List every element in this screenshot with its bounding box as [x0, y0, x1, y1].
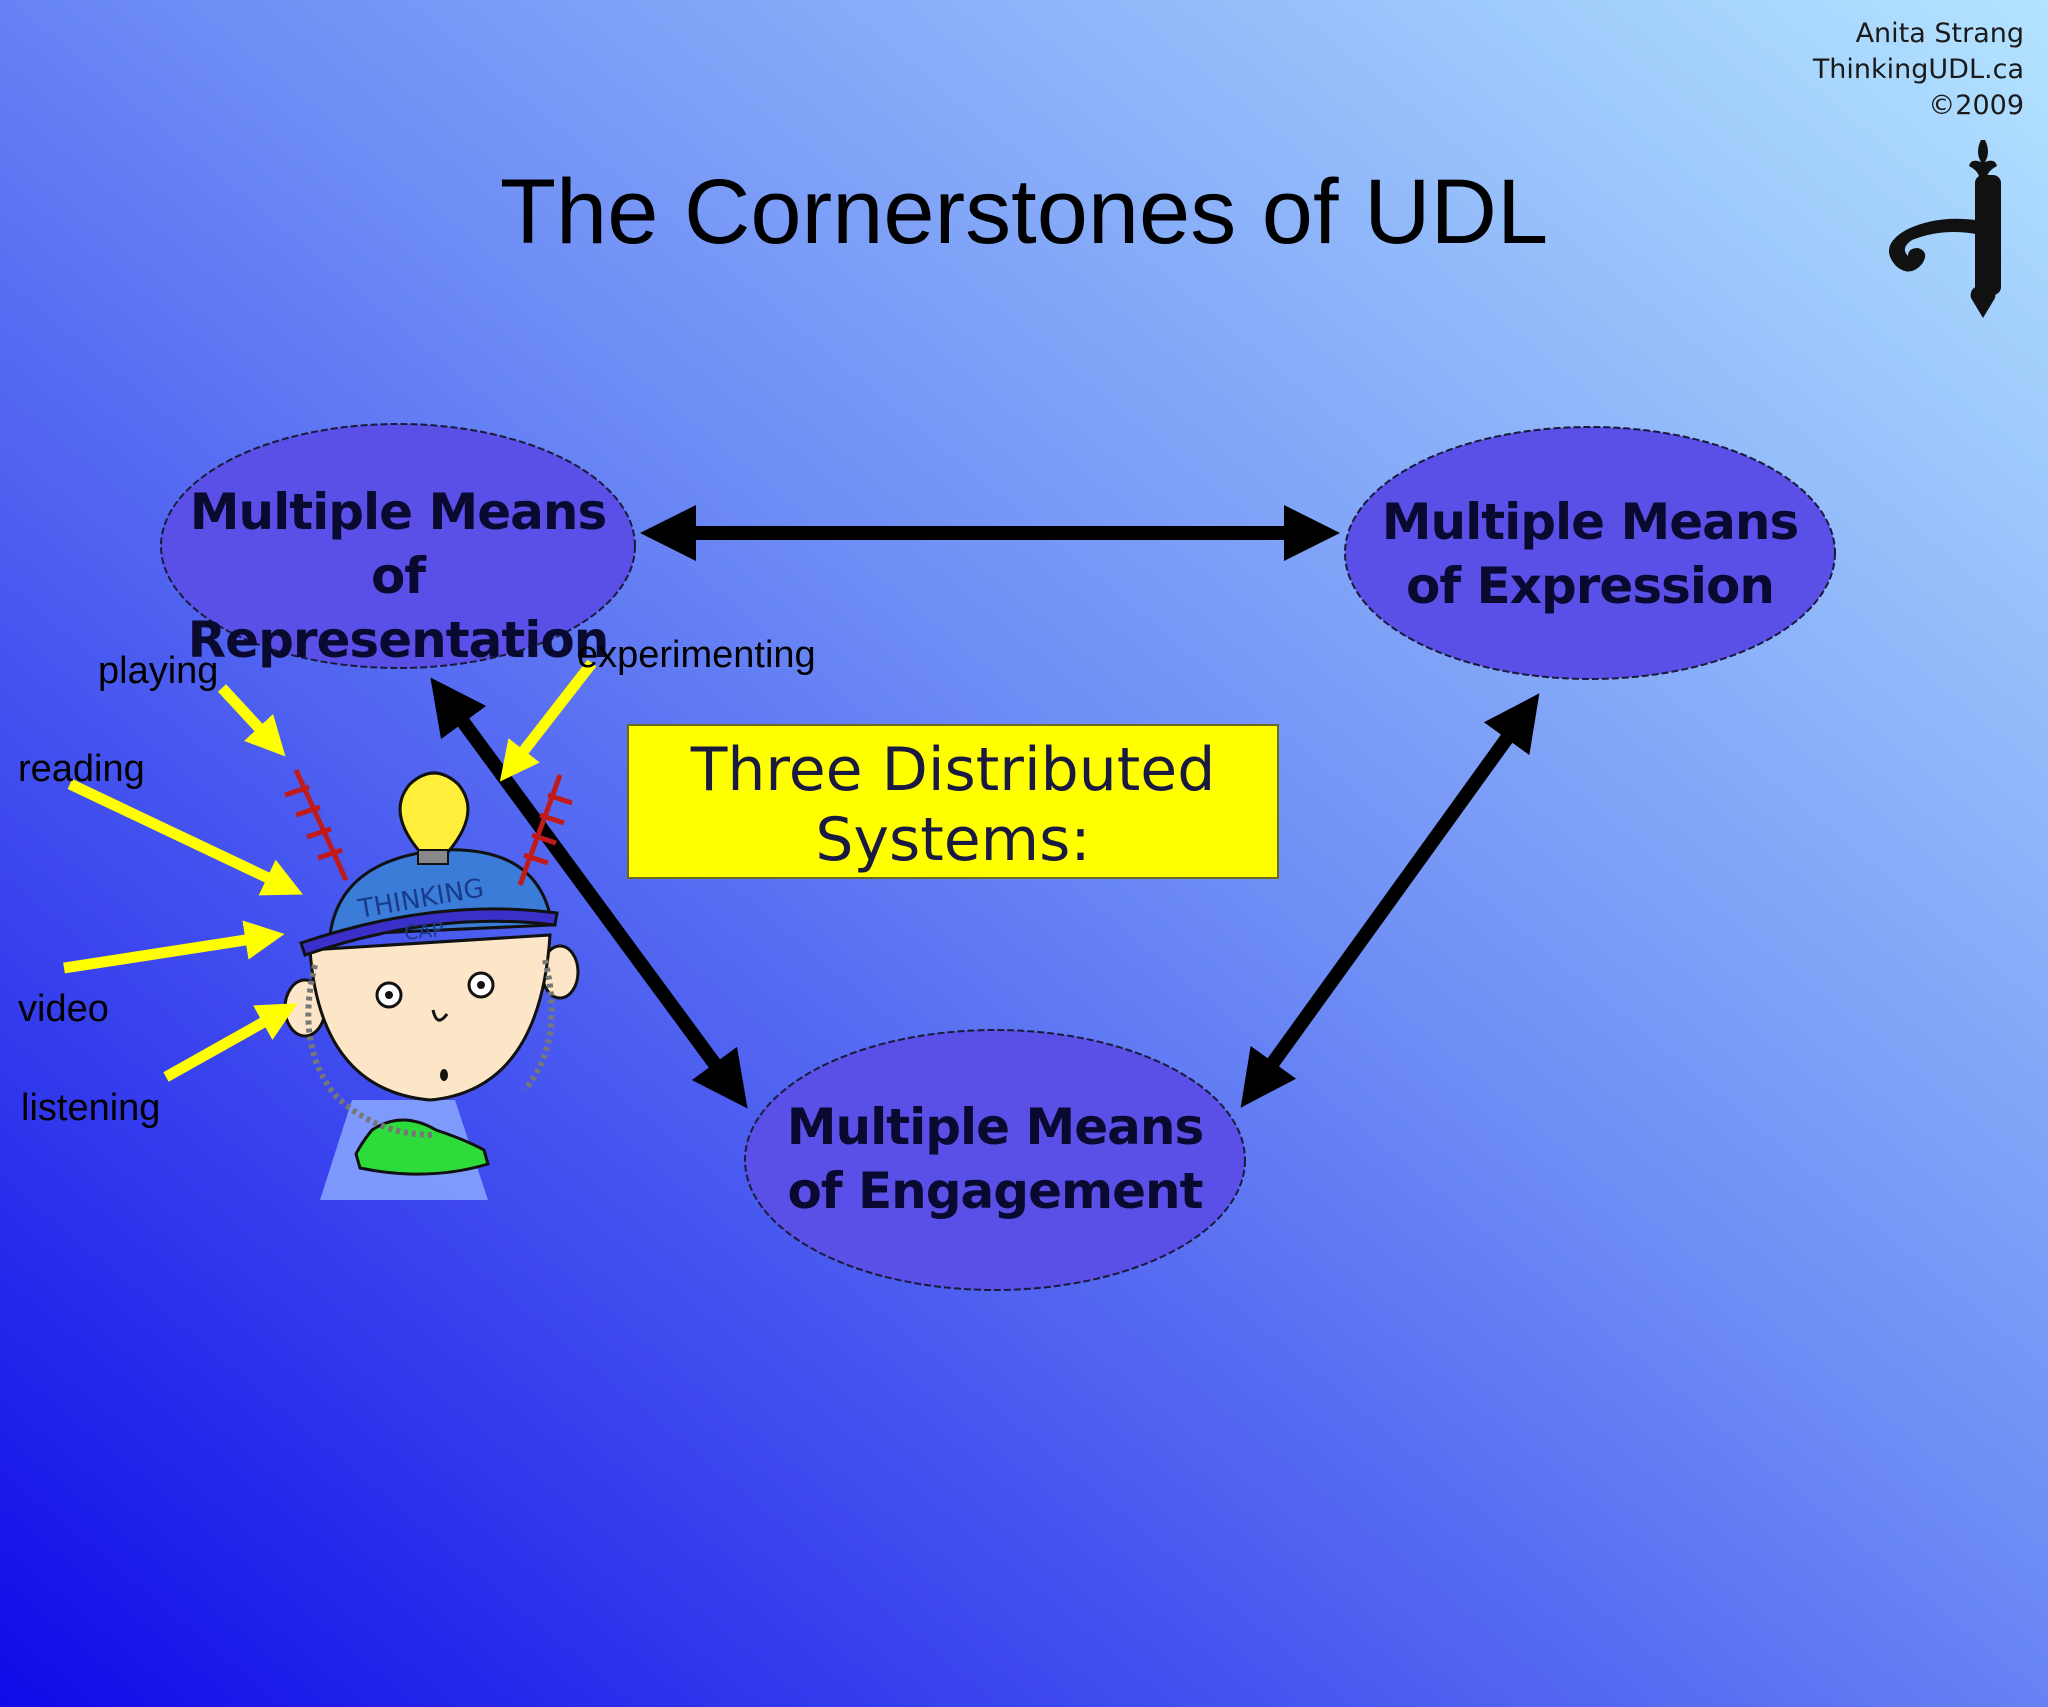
- three-systems-box: Three Distributed Systems:: [627, 724, 1279, 879]
- arrow-reading: [67, 779, 303, 896]
- label-playing: playing: [98, 650, 219, 692]
- cap-text-2: CAP: [403, 917, 445, 945]
- label-experimenting: experimenting: [577, 634, 816, 676]
- representation-line2: of Representation: [187, 547, 610, 669]
- arrow-experimenting: [499, 659, 597, 782]
- credit: Anita Strang ThinkingUDL.ca ©2009: [1813, 16, 2024, 124]
- door-handle-icon: [1888, 140, 2001, 318]
- expression-label: Multiple Means of Expression: [1345, 490, 1835, 618]
- box-line2: Systems:: [815, 805, 1091, 875]
- label-listening: listening: [21, 1087, 161, 1129]
- label-reading: reading: [18, 748, 145, 790]
- credit-site: ThinkingUDL.ca: [1812, 54, 2024, 85]
- engagement-line2: of Engagement: [787, 1162, 1203, 1220]
- arrow-playing: [217, 684, 286, 757]
- expression-ellipse: [1344, 426, 1836, 680]
- engagement-ellipse: [744, 1029, 1246, 1291]
- box-line1: Three Distributed: [690, 735, 1216, 805]
- arrow-representation-engagement: [430, 677, 748, 1109]
- representation-label: Multiple Means of Representation: [160, 480, 636, 672]
- representation-line1: Multiple Means: [189, 483, 608, 541]
- slide-title: The Cornerstones of UDL: [499, 161, 1549, 263]
- expression-line1: Multiple Means: [1381, 493, 1800, 551]
- arrow-video: [63, 920, 285, 974]
- expression-line2: of Expression: [1406, 557, 1775, 615]
- arrow-expression-engagement: [1240, 693, 1540, 1108]
- label-video: video: [18, 988, 109, 1030]
- engagement-label: Multiple Means of Engagement: [745, 1095, 1245, 1223]
- engagement-line1: Multiple Means: [786, 1098, 1205, 1156]
- credit-author: Anita Strang: [1855, 18, 2024, 49]
- credit-copyright: ©2009: [1928, 90, 2024, 121]
- representation-ellipse: [160, 423, 636, 669]
- arrow-listening: [163, 1003, 298, 1082]
- thinking-cap-kid-icon: THINKING CAP: [283, 768, 580, 1200]
